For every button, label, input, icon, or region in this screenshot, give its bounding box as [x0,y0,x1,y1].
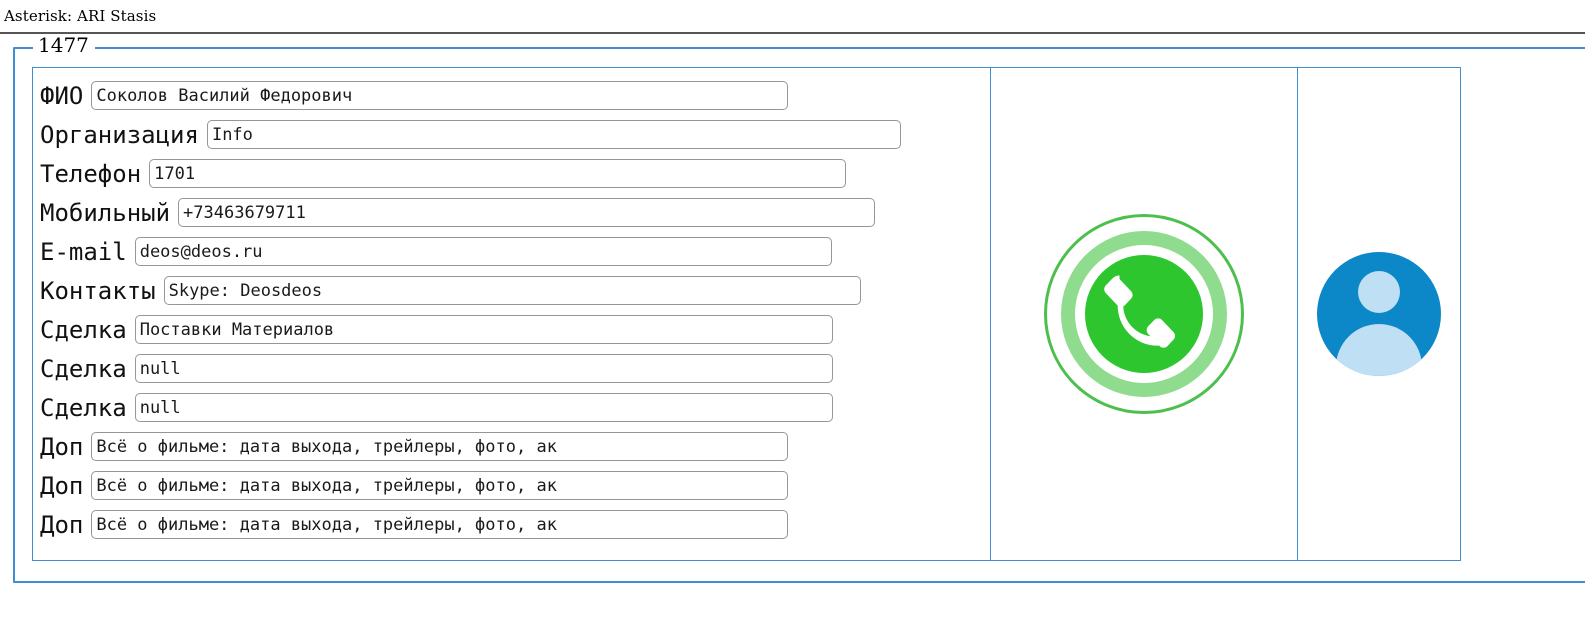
form-row-label: Телефон [40,159,142,188]
green-phone-call-icon[interactable] [1044,214,1244,414]
form-row-label: E-mail [40,237,127,266]
form-row-input[interactable] [134,354,833,383]
card-legend-extension: 1477 [33,34,95,56]
form-row: Доп [40,466,990,505]
form-row: Контакты [40,271,990,310]
contact-form-column: ФИО ОрганизацияТелефонМобильныйE-mailКонт… [33,68,991,560]
phone-handset-glyph [1104,275,1176,348]
avatar-column [1298,68,1460,560]
avatar-head-shape [1358,271,1400,313]
form-row-input[interactable] [91,510,789,539]
form-row-input[interactable] [134,393,833,422]
contact-panel-table: ФИО ОрганизацияТелефонМобильныйE-mailКонт… [32,67,1461,561]
phone-icon-outer-ring [1044,214,1244,414]
form-row-label: ФИО [40,81,84,110]
form-row-input[interactable] [134,315,833,344]
form-row-input[interactable] [91,432,789,461]
form-row-input[interactable] [163,276,861,305]
form-row-input[interactable] [178,198,876,227]
phone-icon-disc [1085,255,1203,373]
form-row-label: Доп [40,471,84,500]
app-root: Asterisk: ARI Stasis 1477 ФИО Организация… [0,7,1585,583]
form-row-input[interactable] [206,120,901,149]
contact-form-rows: ФИО ОрганизацияТелефонМобильныйE-mailКонт… [40,76,990,544]
form-row-input[interactable] [149,159,847,188]
form-row: ФИО [40,76,990,115]
form-row-label: Сделка [40,354,127,383]
form-row-label: Сделка [40,315,127,344]
avatar-body-shape [1336,324,1422,376]
form-row: Доп [40,505,990,544]
title-divider [0,32,1585,34]
form-row-input[interactable] [91,471,789,500]
form-row-label: Мобильный [40,198,171,227]
form-row-label: Организация [40,120,199,149]
form-row-input[interactable] [91,81,789,110]
blue-user-avatar-icon[interactable] [1317,252,1441,376]
form-row: Телефон [40,154,990,193]
form-row-label: Сделка [40,393,127,422]
form-row: Доп [40,427,990,466]
form-row-label: Контакты [40,276,156,305]
form-row-label: Доп [40,432,84,461]
form-row: Сделка [40,349,990,388]
form-row: Сделка [40,310,990,349]
form-row: Организация [40,115,990,154]
phone-icon-column [991,68,1298,560]
page-title: Asterisk: ARI Stasis [4,7,157,25]
form-row-label: Доп [40,510,84,539]
form-row: Мобильный [40,193,990,232]
contact-card: 1477 ФИО ОрганизацияТелефонМобильныйE-mai… [13,34,1585,583]
form-row: Сделка [40,388,990,427]
form-row-input[interactable] [134,237,832,266]
form-row: E-mail [40,232,990,271]
